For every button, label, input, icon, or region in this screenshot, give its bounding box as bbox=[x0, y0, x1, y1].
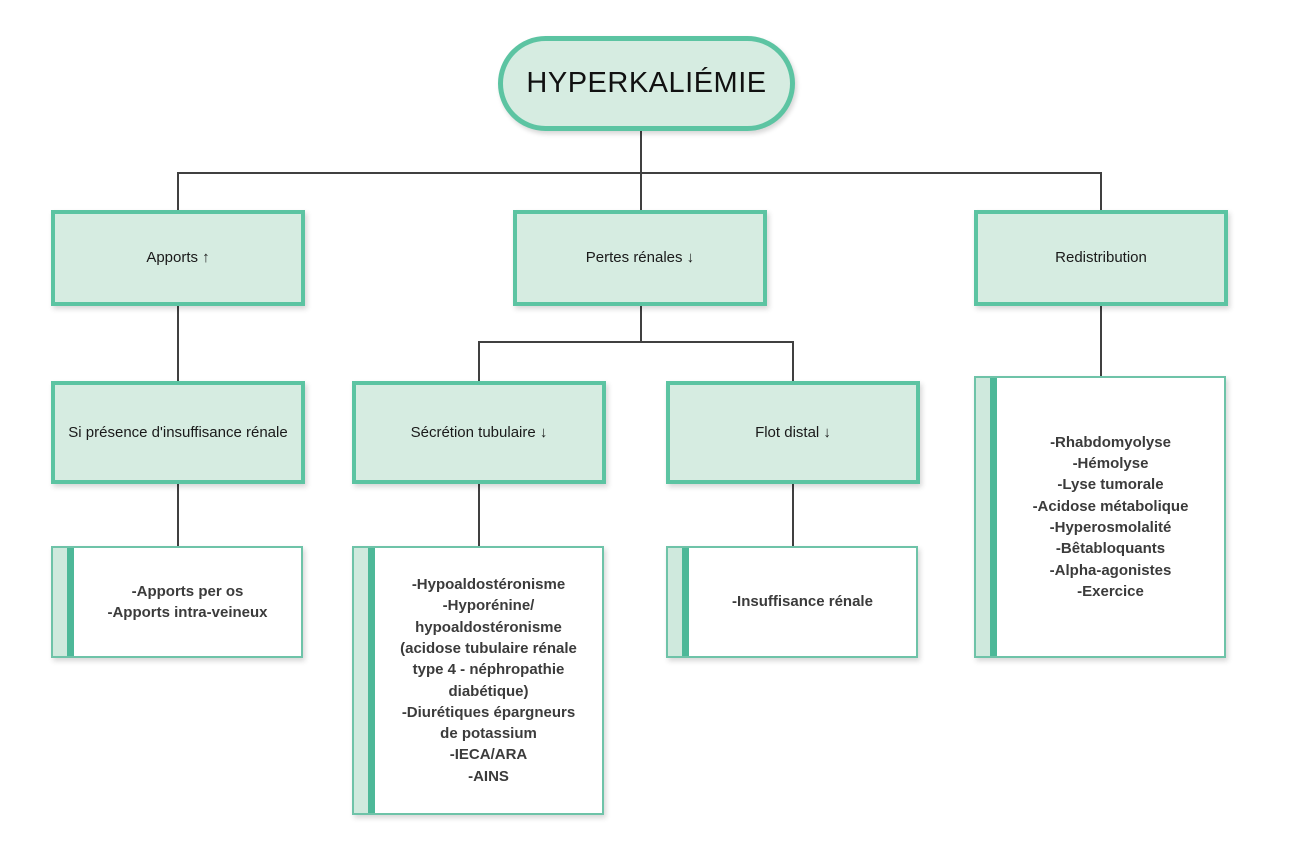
node-si-presence-insuffisance-renale-label: Si présence d'insuffisance rénale bbox=[68, 423, 288, 441]
node-flot-distal[interactable]: Flot distal ↓ bbox=[666, 381, 920, 484]
accent-band-pale bbox=[976, 378, 990, 656]
connector-to-redistribution bbox=[1100, 172, 1102, 211]
list-item: -Hyperosmolalité bbox=[1049, 519, 1172, 536]
list-item: de potassium bbox=[440, 725, 537, 743]
connector-to-secretion-tubulaire bbox=[478, 341, 480, 381]
connector-root-stem bbox=[640, 131, 642, 173]
list-item: type 4 - néphropathie bbox=[412, 661, 565, 679]
node-si-presence-insuffisance-renale[interactable]: Si présence d'insuffisance rénale bbox=[51, 381, 305, 484]
connector-secretion-to-leaf bbox=[478, 484, 480, 546]
list-item: (acidose tubulaire rénale bbox=[400, 639, 577, 657]
connector-level1-bus bbox=[177, 172, 1101, 174]
root-node-hyperkaliemie[interactable]: HYPERKALIÉMIE bbox=[498, 36, 795, 131]
leaf-flot-distal-body: -Insuffisance rénale bbox=[689, 548, 916, 656]
leaf-apports[interactable]: -Apports per os -Apports intra-veineux bbox=[51, 546, 303, 658]
accent-band-bar bbox=[368, 548, 375, 813]
node-redistribution[interactable]: Redistribution bbox=[974, 210, 1228, 306]
node-pertes-renales[interactable]: Pertes rénales ↓ bbox=[513, 210, 767, 306]
list-item: -Rhabdomyolyse bbox=[1050, 433, 1171, 451]
list-item: -Alpha-agonistes bbox=[1049, 561, 1172, 579]
connector-apports-to-child bbox=[177, 306, 179, 381]
accent-band-bar bbox=[990, 378, 997, 656]
list-item: -Lyse tumorale bbox=[1057, 476, 1164, 494]
accent-band-bar bbox=[682, 548, 689, 656]
node-redistribution-label: Redistribution bbox=[1055, 249, 1147, 267]
connector-level2-bus bbox=[478, 341, 793, 343]
connector-to-pertes-renales bbox=[640, 172, 642, 211]
connector-pertes-stem bbox=[640, 306, 642, 342]
connector-flot-to-leaf bbox=[792, 484, 794, 546]
accent-band-bar bbox=[67, 548, 74, 656]
leaf-apports-body: -Apports per os -Apports intra-veineux bbox=[74, 548, 301, 656]
node-apports-label: Apports ↑ bbox=[146, 249, 210, 267]
accent-band-pale bbox=[668, 548, 682, 656]
node-pertes-renales-label: Pertes rénales ↓ bbox=[585, 249, 695, 267]
node-flot-distal-label: Flot distal ↓ bbox=[755, 423, 831, 441]
connector-to-flot-distal bbox=[792, 341, 794, 381]
node-secretion-tubulaire-label: Sécrétion tubulaire ↓ bbox=[410, 423, 548, 441]
connector-to-apports bbox=[177, 172, 179, 211]
list-item: -Apports intra-veineux bbox=[107, 604, 268, 621]
list-item: -Bêtabloquants bbox=[1055, 540, 1166, 558]
node-apports[interactable]: Apports ↑ bbox=[51, 210, 305, 306]
list-item: -Exercice bbox=[1077, 582, 1144, 600]
connector-redistribution-to-leaf bbox=[1100, 306, 1102, 376]
list-item: -Insuffisance rénale bbox=[732, 593, 873, 611]
list-item: -Apports per os bbox=[131, 582, 244, 600]
connector-insuffisance-to-leaf bbox=[177, 484, 179, 546]
list-item: -Diurétiques épargneurs bbox=[401, 703, 576, 721]
list-item: -IECA/ARA bbox=[449, 746, 528, 764]
leaf-redistribution-body: -Rhabdomyolyse -Hémolyse -Lyse tumorale … bbox=[997, 378, 1224, 656]
list-item: hypoaldostéronisme bbox=[415, 618, 562, 636]
list-item: -Acidose métabolique bbox=[1032, 497, 1189, 515]
root-node-label: HYPERKALIÉMIE bbox=[526, 67, 767, 99]
node-secretion-tubulaire[interactable]: Sécrétion tubulaire ↓ bbox=[352, 381, 606, 484]
list-item: -AINS bbox=[468, 767, 509, 785]
list-item: diabétique) bbox=[448, 682, 529, 700]
leaf-flot-distal[interactable]: -Insuffisance rénale bbox=[666, 546, 918, 658]
accent-band-pale bbox=[354, 548, 368, 813]
list-item: -Hyporénine/ bbox=[442, 597, 535, 615]
list-item: -Hémolyse bbox=[1072, 455, 1149, 473]
leaf-secretion-tubulaire[interactable]: -Hypoaldostéronisme -Hyporénine/ hypoald… bbox=[352, 546, 604, 815]
leaf-redistribution[interactable]: -Rhabdomyolyse -Hémolyse -Lyse tumorale … bbox=[974, 376, 1226, 658]
accent-band-pale bbox=[53, 548, 67, 656]
list-item: -Hypoaldostéronisme bbox=[411, 576, 566, 594]
leaf-secretion-tubulaire-body: -Hypoaldostéronisme -Hyporénine/ hypoald… bbox=[375, 548, 602, 813]
